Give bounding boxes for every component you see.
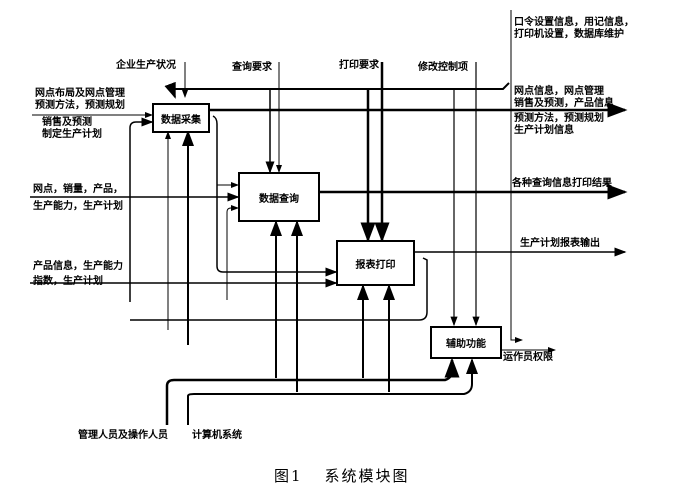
connector-top-feedback (172, 82, 510, 90)
connector-top-right (510, 10, 523, 343)
module-report-print[interactable]: 报表打印 (336, 240, 415, 286)
label-input-mid-1: 网点，销量，产品， (33, 184, 123, 195)
module-aux-function[interactable]: 辅助功能 (430, 326, 502, 359)
label-input-low-1: 产品信息，生产能力 (33, 261, 123, 272)
label-modify-control: 修改控制项 (418, 62, 468, 73)
label-output-3: 预测方法，预测规划 (514, 113, 604, 124)
label-computer-system: 计算机系统 (192, 430, 242, 441)
label-input-1: 网点布局及网点管理 (35, 88, 125, 99)
label-input-3: 销售及预测 (42, 117, 92, 128)
connector-computer (187, 358, 478, 425)
label-enterprise-status: 企业生产状况 (116, 60, 176, 71)
module-data-query[interactable]: 数据查询 (238, 172, 320, 222)
label-input-mid-2: 生产能力，生产计划 (33, 201, 123, 212)
figure-caption: 图1 系统模块图 (274, 465, 432, 486)
label-plan-report-output: 生产计划报表输出 (520, 238, 600, 249)
label-top-right-2: 打印机设置，数据库维护 (514, 29, 624, 40)
caption-number: 图1 (274, 467, 303, 485)
label-output-2: 销售及预测，产品信息 (514, 98, 614, 109)
label-print-request: 打印要求 (339, 60, 379, 71)
caption-title: 系统模块图 (324, 467, 410, 485)
label-output-4: 生产计划信息 (514, 125, 574, 136)
label-query-request: 查询要求 (232, 62, 272, 73)
connector-staff (165, 357, 460, 425)
label-output-1: 网点信息，网点管理 (514, 86, 604, 97)
label-top-right-1: 口令设置信息，用记信息， (514, 17, 634, 28)
label-input-4: 制定生产计划 (42, 129, 102, 140)
label-input-2: 预测方法，预测规划 (35, 100, 125, 111)
label-query-print-result: 各种查询信息打印结果 (512, 178, 612, 189)
module-data-collect[interactable]: 数据采集 (152, 103, 210, 133)
label-operator-permission: 运作员权限 (503, 352, 553, 363)
label-staff: 管理人员及操作人员 (78, 430, 168, 441)
label-input-low-2: 指数，生产计划 (33, 276, 103, 287)
